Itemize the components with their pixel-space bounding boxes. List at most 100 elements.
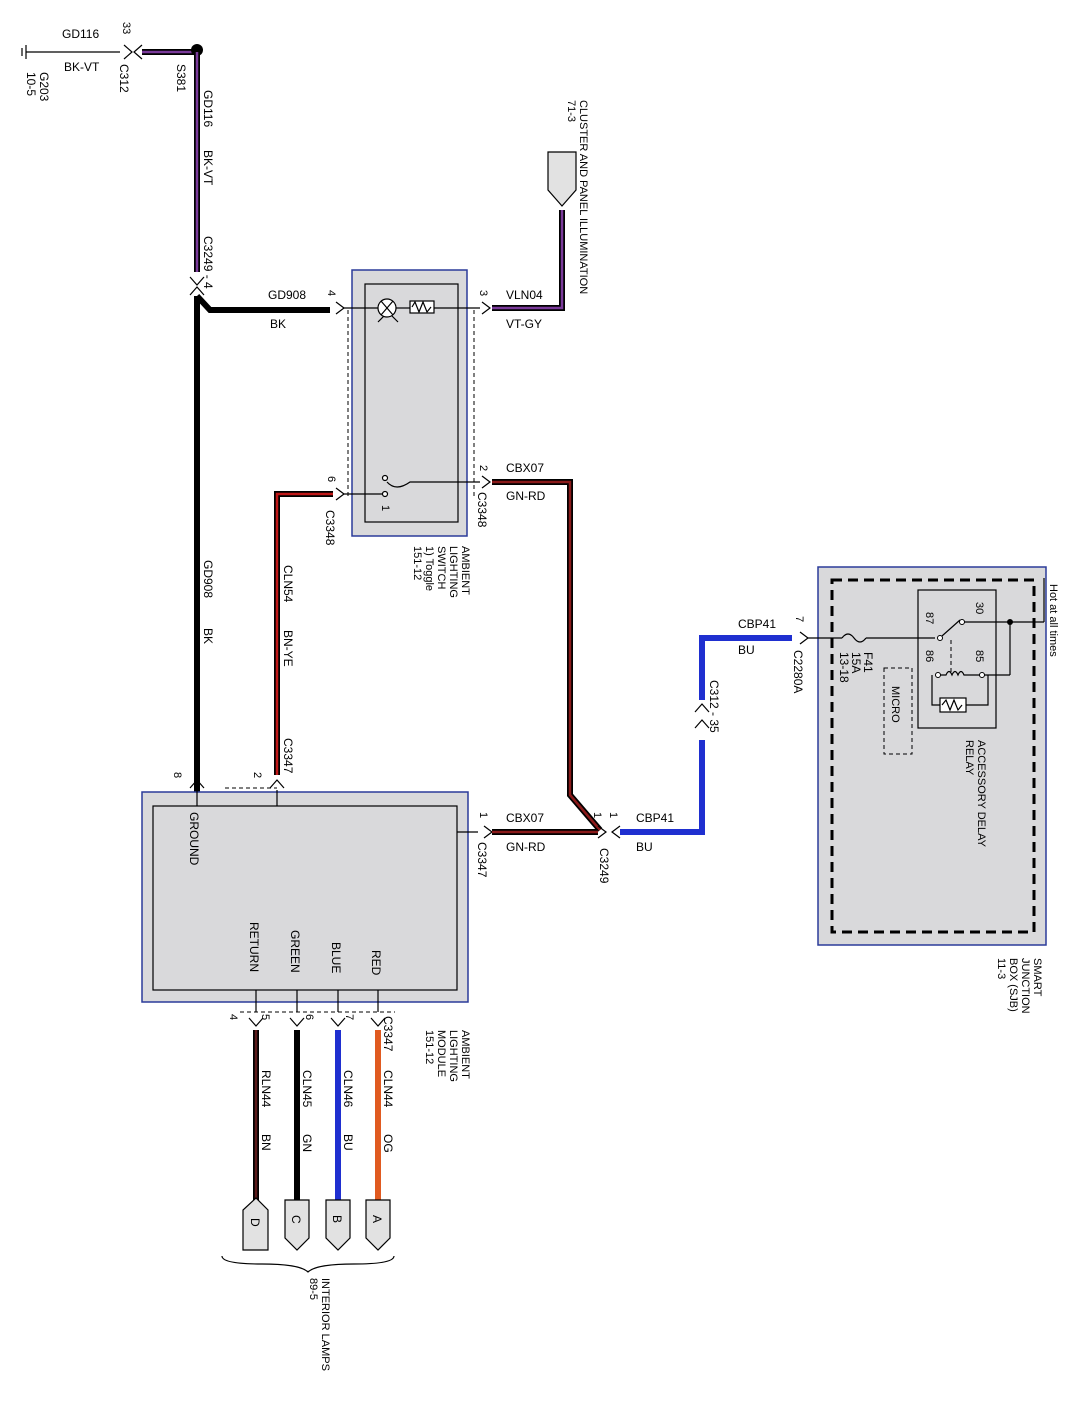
ambient-lighting-module [141, 790, 478, 1012]
wire-cbp41-main [620, 740, 705, 835]
switch-wire-bk: BK [270, 317, 286, 331]
switch-label-line1: AMBIENT [459, 546, 471, 595]
relay-contact-icon [941, 619, 961, 637]
lamps-gn: GN [300, 1134, 314, 1152]
sjb-label-line4: 11-3 [995, 958, 1007, 979]
connector-c312-33: 33 C312 [117, 22, 143, 93]
module-wire-cbx07: CBX07 [506, 811, 544, 825]
lamp-connector-b [325, 1199, 351, 1251]
switch-wire-gnrd: GN-RD [506, 489, 546, 503]
connector-c3249-4-symbol [189, 276, 205, 286]
fuse-ref-label: 13-18 [837, 652, 851, 683]
module-label-line1: AMBIENT [459, 1030, 471, 1079]
wire-cbp41-sjb [699, 635, 792, 700]
output-connector-7 [370, 1017, 386, 1027]
switch-conn-c3348-left: C3348 [323, 510, 337, 546]
lamps-og: OG [381, 1134, 395, 1153]
lamp-letter-d: D [248, 1218, 262, 1227]
output-connector-6 [330, 1017, 346, 1027]
module-ground-label: GROUND [187, 812, 201, 866]
cluster-label-line2: 71-3 [565, 100, 577, 122]
switch-pin-4: 4 [325, 290, 337, 296]
vert-bkvt-label: BK-VT [201, 150, 215, 186]
cluster-label-line1: CLUSTER AND PANEL ILLUMINATION [577, 100, 589, 294]
c3249-pin-1a: 1 [591, 812, 603, 818]
c3249-conn-label: C3249 [597, 848, 611, 884]
relay-86: 86 [923, 650, 935, 662]
switch-label-line4: 1) Toggle [423, 546, 435, 591]
sjb-conn-c2280a: C2280A [791, 650, 805, 693]
module-ground-connector [189, 779, 205, 789]
output-connector-5 [289, 1017, 305, 1027]
lamp-connector-c [284, 1199, 310, 1251]
switch-wire-vln04: VLN04 [506, 288, 543, 302]
relay-label-line2: RELAY [963, 740, 975, 776]
switch-pin-3-connector [481, 301, 491, 315]
fuse-15a-label: 15A [849, 652, 863, 673]
module-pin-5: 5 [259, 1014, 271, 1020]
c3249-connector [597, 825, 607, 839]
sjb-pin-7-connector [799, 631, 809, 645]
g203-label: G203 [37, 72, 51, 102]
module-conn-c3347: C3347 [475, 842, 489, 878]
cln54-pin-2: 2 [251, 772, 263, 778]
splice-s381-label: S381 [174, 64, 188, 92]
lamp-connector-a [365, 1199, 391, 1251]
relay-resistor-icon [939, 697, 967, 713]
sjb-label-line1: SMART [1031, 958, 1043, 997]
pin-33: 33 [120, 22, 132, 34]
switch-pin-3: 3 [477, 290, 489, 296]
cluster-connector [547, 151, 577, 207]
output-connector-4 [248, 1017, 264, 1027]
fuse-f41-icon [841, 633, 867, 643]
c3249-wire-bu: BU [636, 840, 653, 854]
fuse-f41-label: F41 [861, 652, 875, 673]
wire-gd116-label: GD116 [62, 27, 99, 41]
lamp-letter-b: B [330, 1215, 344, 1223]
module-pin-4: 4 [227, 1014, 239, 1020]
module-wire-gnrd: GN-RD [506, 840, 546, 854]
switch-conn-c3348-right: C3348 [475, 492, 489, 528]
switch-pin-6-connector [335, 487, 345, 501]
smart-junction-box [817, 566, 1047, 946]
sjb-wire-cbp41: CBP41 [738, 617, 776, 631]
micro-label: MICRO [889, 686, 901, 723]
lamp-letter-a: A [370, 1215, 384, 1223]
switch-internal-1: 1 [379, 505, 391, 511]
sjb-label-line2: JUNCTION [1019, 958, 1031, 1014]
module-green-label: GREEN [288, 930, 302, 973]
c312-35-label: C312 - 35 [707, 680, 721, 733]
relay-30: 30 [973, 602, 985, 614]
module-label-line3: MODULE [435, 1030, 447, 1077]
cln54-wire-label: CLN54 [281, 565, 295, 603]
lamps-bn: BN [259, 1134, 273, 1151]
module-pin-6: 6 [303, 1014, 315, 1020]
switch-wire-vtgy: VT-GY [506, 317, 542, 331]
toggle-switch-icon [386, 481, 480, 488]
module-return-label: RETURN [247, 922, 261, 972]
lamps-label-line2: 89-5 [307, 1278, 319, 1300]
vert-gd116-label: GD116 [201, 90, 215, 127]
lamps-rln44: RLN44 [259, 1070, 273, 1108]
switch-label-line3: SWITCH [435, 546, 447, 589]
relay-label-line1: ACCESSORY DELAY [975, 740, 987, 848]
switch-pin-4-connector [335, 301, 345, 315]
module-pin-1: 1 [477, 812, 489, 818]
switch-label-line5: 151-12 [411, 546, 423, 580]
switch-pin-2: 2 [477, 465, 489, 471]
sjb-hot-label: Hot at all times [1047, 584, 1059, 657]
switch-label-line2: LIGHTING [447, 546, 459, 598]
module-label-line4: 151-12 [423, 1030, 435, 1064]
pin-8: 8 [171, 772, 183, 778]
c312-35-connector [694, 703, 710, 713]
switch-wire-cbx07: CBX07 [506, 461, 544, 475]
ambient-lighting-switch: 1 [343, 269, 480, 537]
module-pin-1-connector [483, 825, 493, 839]
connector-c312: C312 [117, 64, 131, 93]
wire-gd908-h [194, 293, 330, 313]
module-blue-label: BLUE [329, 942, 343, 973]
vert-bk-label: BK [201, 628, 215, 644]
c3249-pin-1b: 1 [607, 812, 619, 818]
ground-g203: G203 10-5 GD116 BK-VT [21, 27, 120, 102]
